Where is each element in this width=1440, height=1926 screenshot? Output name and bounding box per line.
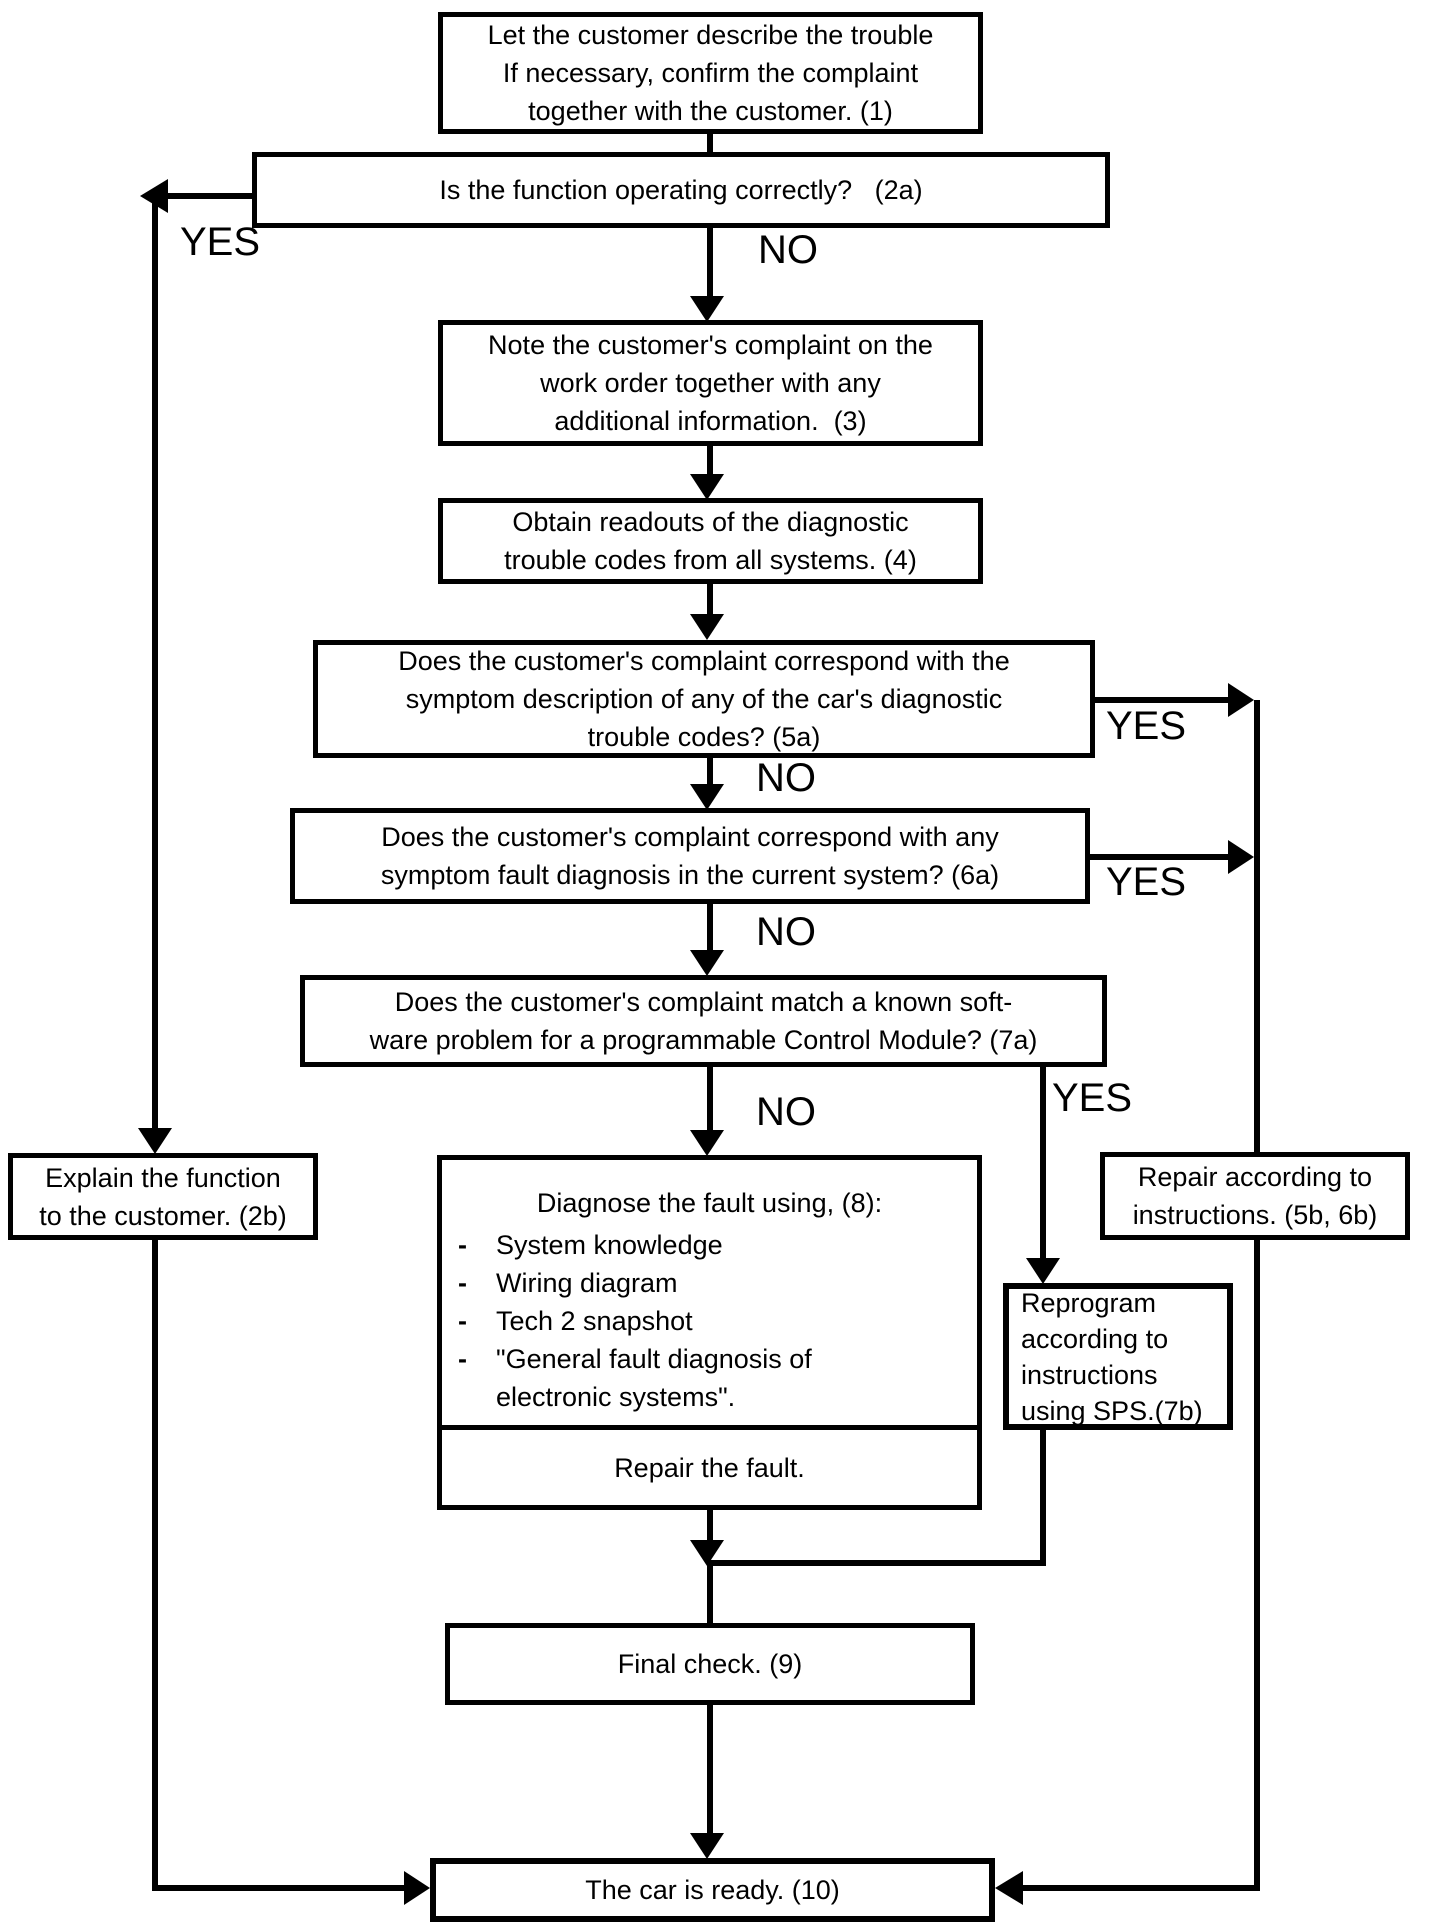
- connector-yes-6a: [1090, 854, 1240, 860]
- connector-b7b-junction: [1040, 1430, 1046, 1566]
- edge-label-no-2a: NO: [758, 228, 818, 272]
- connector-no-5a: [707, 758, 713, 786]
- bullet-dash: -: [458, 1306, 467, 1336]
- node-customer-describe: Let the customer describe the trouble If…: [438, 12, 983, 134]
- arrowhead-left-b10: [995, 1871, 1023, 1905]
- node-text: according to: [1021, 1323, 1169, 1354]
- bullet-dash: -: [458, 1344, 467, 1374]
- node-text: Repair according to: [1137, 1162, 1373, 1192]
- list-item: "General fault diagnosis of electronic s…: [496, 1344, 812, 1412]
- bullet-dash: -: [458, 1268, 467, 1298]
- arrowhead-down-b3: [690, 296, 724, 322]
- arrowhead-down-b2b: [138, 1128, 172, 1154]
- node-text: symptom description of any of the car's …: [405, 684, 1003, 714]
- arrowhead-right-b10: [404, 1871, 430, 1905]
- list-item: Tech 2 snapshot: [496, 1306, 693, 1336]
- node-text: Final check. (9): [617, 1649, 803, 1679]
- node-text: Does the customer's complaint match a kn…: [394, 987, 1013, 1017]
- edge-label-no-5a: NO: [756, 756, 816, 800]
- node-text: instructions: [1021, 1359, 1158, 1390]
- node-text: Does the customer's complaint correspond…: [381, 822, 999, 852]
- node-text: trouble codes from all systems. (4): [504, 545, 917, 575]
- connector-b4-b5a: [707, 584, 713, 616]
- diagnose-fault-list: Diagnose the fault using, (8): -System k…: [442, 1160, 977, 1425]
- node-text: Is the function operating correctly? (2a…: [439, 175, 923, 205]
- node-text: Reprogram: [1021, 1287, 1157, 1318]
- node-text: trouble codes? (5a): [587, 722, 821, 752]
- list-item: Wiring diagram: [496, 1268, 678, 1298]
- edge-label-no-7a: NO: [756, 1090, 816, 1134]
- node-text: The car is ready. (10): [585, 1875, 840, 1905]
- connector-bottom-right: [1020, 1885, 1260, 1891]
- node-reprogram-sps: Reprogram according to instructions usin…: [1003, 1283, 1233, 1430]
- node-note-complaint: Note the customer's complaint on the wor…: [438, 320, 983, 446]
- edge-label-no-6a: NO: [756, 910, 816, 954]
- bullet-dash: -: [458, 1230, 467, 1260]
- connector-b1-b2a: [707, 134, 713, 154]
- node-text: Repair the fault.: [614, 1452, 805, 1483]
- edge-label-yes-7a: YES: [1052, 1076, 1133, 1120]
- node-obtain-readouts: Obtain readouts of the diagnostic troubl…: [438, 498, 983, 584]
- node-text: using SPS.(7b): [1021, 1395, 1203, 1426]
- connector-no-2a: [707, 228, 713, 298]
- node-explain-function: Explain the function to the customer. (2…: [8, 1153, 318, 1240]
- node-text: instructions. (5b, 6b): [1132, 1200, 1378, 1230]
- edge-label-yes-6a: YES: [1106, 860, 1187, 904]
- node-software-problem-check: Does the customer's complaint match a kn…: [300, 975, 1107, 1067]
- edge-label-yes-2a: YES: [180, 220, 261, 264]
- node-final-check: Final check. (9): [445, 1623, 975, 1705]
- node-text: symptom fault diagnosis in the current s…: [380, 860, 1000, 890]
- connector-b9-b10: [707, 1705, 713, 1835]
- connector-yes-5a: [1095, 697, 1240, 703]
- node-text: Diagnose the fault using, (8):: [536, 1188, 883, 1218]
- connector-b5b6b-b10: [1254, 1240, 1260, 1891]
- connector-b8-junction: [707, 1510, 713, 1542]
- arrowhead-down-b5a: [690, 614, 724, 640]
- arrowhead-down-b8: [690, 1130, 724, 1156]
- node-text: Note the customer's complaint on the: [488, 330, 933, 360]
- node-symptom-description-check: Does the customer's complaint correspond…: [313, 640, 1095, 758]
- node-symptom-fault-check: Does the customer's complaint correspond…: [290, 808, 1090, 904]
- list-item: System knowledge: [496, 1230, 723, 1260]
- node-text: together with the customer. (1): [528, 96, 893, 126]
- node-repair-fault-section: Repair the fault.: [442, 1430, 977, 1505]
- node-car-ready: The car is ready. (10): [430, 1858, 995, 1922]
- connector-right-down-b5b6b: [1254, 700, 1260, 1152]
- arrowhead-down-b4: [690, 474, 724, 500]
- node-text: If necessary, confirm the complaint: [502, 58, 919, 88]
- connector-no-7a: [707, 1067, 713, 1132]
- connector-yes-7a: [1040, 1067, 1046, 1260]
- arrowhead-right-6a: [1228, 840, 1254, 874]
- arrowhead-down-b7b: [1026, 1258, 1060, 1284]
- connector-b3-b4: [707, 446, 713, 476]
- node-text: Let the customer describe the trouble: [487, 20, 934, 50]
- arrowhead-down-b6a: [690, 784, 724, 810]
- node-text: to the customer. (2b): [39, 1200, 287, 1231]
- connector-yes-2a: [158, 193, 252, 199]
- node-text: Obtain readouts of the diagnostic: [512, 507, 909, 537]
- connector-junction-horizontal: [707, 1560, 1046, 1566]
- node-text: additional information. (3): [554, 406, 867, 436]
- arrowhead-right-5a: [1228, 683, 1254, 717]
- edge-label-yes-5a: YES: [1106, 704, 1187, 748]
- arrowhead-down-b10: [690, 1833, 724, 1859]
- connector-junction-b9: [707, 1566, 713, 1623]
- node-text: Explain the function: [45, 1162, 281, 1193]
- node-diagnose-fault: Diagnose the fault using, (8): -System k…: [437, 1155, 982, 1510]
- divider: [442, 1425, 977, 1430]
- node-function-check: Is the function operating correctly? (2a…: [252, 152, 1110, 228]
- connector-b2b-b10: [152, 1240, 158, 1891]
- node-text: work order together with any: [540, 368, 881, 398]
- arrowhead-down-b7a: [690, 950, 724, 976]
- connector-left-down-b2b: [152, 193, 158, 1128]
- node-text: ware problem for a programmable Control …: [369, 1025, 1038, 1055]
- node-repair-instructions: Repair according to instructions. (5b, 6…: [1100, 1152, 1410, 1240]
- connector-bottom-left: [152, 1885, 410, 1891]
- connector-no-6a: [707, 904, 713, 952]
- node-text: Does the customer's complaint correspond…: [398, 646, 1010, 676]
